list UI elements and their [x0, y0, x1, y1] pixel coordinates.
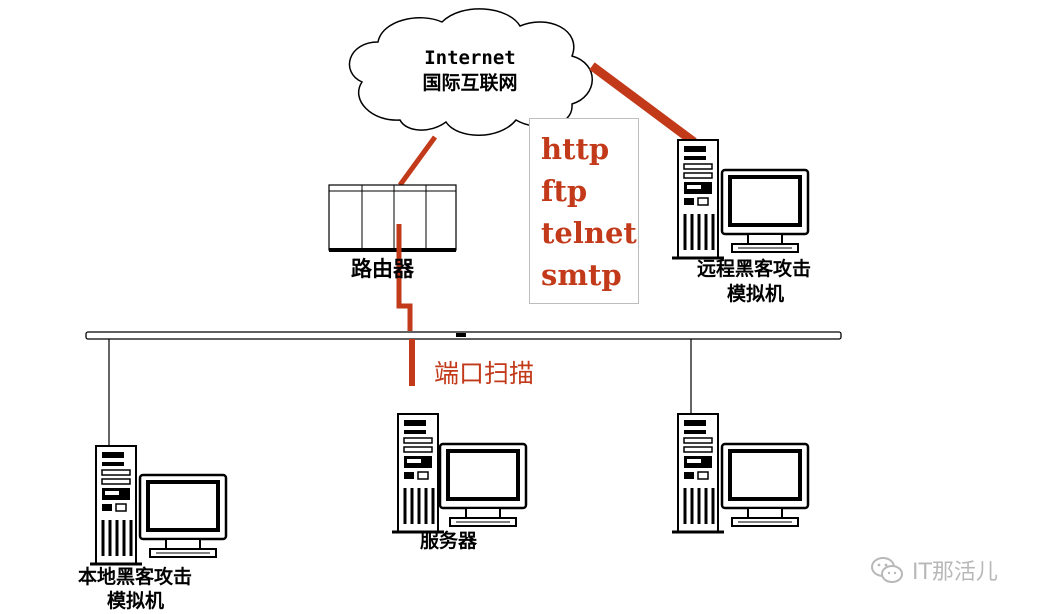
remote-attacker-label-2: 模拟机 — [727, 283, 785, 305]
server-computer — [390, 412, 528, 534]
wechat-icon — [871, 557, 903, 583]
cloud-remote-link — [589, 62, 697, 146]
watermark: IT那活儿 — [870, 553, 998, 587]
server-label: 服务器 — [420, 530, 478, 552]
router-device — [328, 184, 457, 252]
router-backbone-link — [396, 224, 413, 331]
protocol-list-box: http ftp telnet smtp — [529, 118, 639, 304]
protocol-smtp: smtp — [541, 258, 622, 292]
local-attacker-label-2: 模拟机 — [107, 590, 165, 612]
watermark-text: IT那活儿 — [912, 560, 998, 585]
protocol-telnet: telnet — [541, 216, 637, 250]
network-backbone — [85, 331, 842, 340]
protocol-ftp: ftp — [541, 174, 588, 208]
internet-cloud — [348, 8, 593, 136]
remote-attacker-label-1: 远程黑客攻击 — [697, 258, 812, 280]
remote-attacker-computer — [670, 138, 810, 260]
cloud-subtitle: 国际互联网 — [422, 72, 517, 94]
right-host-computer — [670, 412, 810, 534]
local-attacker-computer — [88, 444, 228, 566]
port-scan-label: 端口扫描 — [434, 359, 535, 388]
local-attacker-label-1: 本地黑客攻击 — [78, 566, 193, 588]
router-label: 路由器 — [351, 257, 414, 281]
protocol-http: http — [541, 132, 610, 166]
cloud-title: Internet — [424, 47, 516, 69]
cloud-router-link — [397, 135, 438, 187]
